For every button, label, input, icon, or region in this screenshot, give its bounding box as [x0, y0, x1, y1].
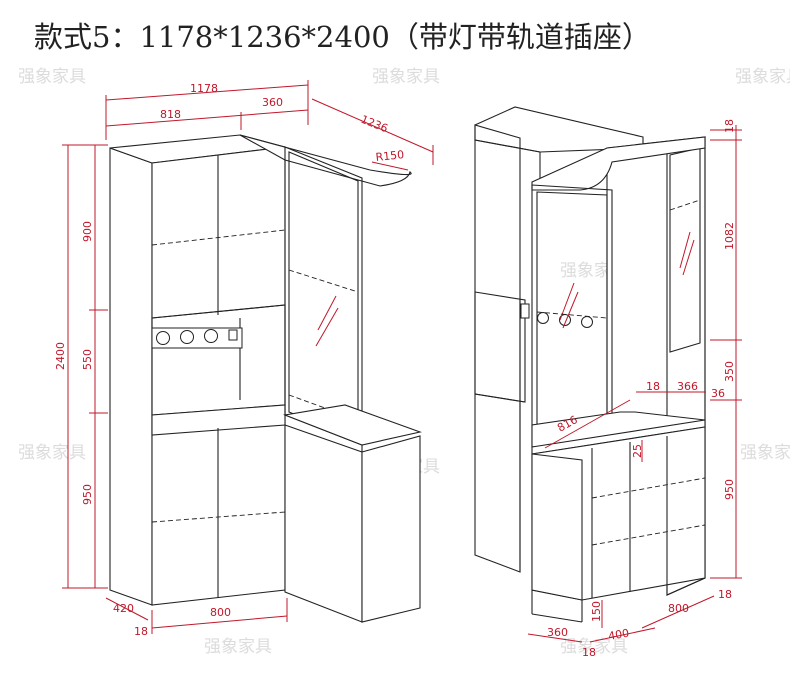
- dim-radius: R150: [375, 148, 405, 164]
- dim-base-left: 360: [547, 626, 568, 639]
- dim-top-thickness: 18: [723, 119, 736, 133]
- watermark: 强象家具: [18, 67, 86, 87]
- dim-bottom-depth: 420: [113, 602, 134, 615]
- dim-shelf-width: 366: [677, 380, 698, 393]
- watermark: 强象家具: [372, 67, 440, 87]
- dim-bottom-width: 800: [210, 606, 231, 619]
- watermark: 强象家具: [18, 443, 86, 463]
- watermark: 强象家具: [740, 443, 790, 463]
- dim-glass-height: 1082: [723, 222, 736, 250]
- dim-bottom-side: 18: [718, 588, 732, 601]
- dim-side-gap: 36: [711, 387, 725, 400]
- page-title: 款式5：1178*1236*2400（带灯带轨道插座）: [34, 20, 651, 54]
- dim-height-middle: 550: [81, 349, 94, 370]
- dim-shelf-offset: 18: [646, 380, 660, 393]
- right-dimensions: 18 1082 350 950 18 366 36 816 25 360 150…: [527, 119, 742, 659]
- dim-base-gap: 18: [582, 646, 596, 659]
- dim-height-bottom: 950: [81, 484, 94, 505]
- dim-bottom-width-right: 800: [668, 602, 689, 615]
- dim-side-depth: 1236: [359, 113, 390, 136]
- dim-bottom-height: 950: [723, 479, 736, 500]
- dim-top-right: 360: [262, 96, 283, 109]
- dim-base-depth: 400: [607, 627, 630, 643]
- dim-counter-thickness: 25: [631, 444, 644, 458]
- right-cabinet: [474, 106, 706, 623]
- watermark: 强象家具: [204, 637, 272, 657]
- dim-bottom-gap: 18: [134, 625, 148, 638]
- watermark: 强象家具: [560, 637, 628, 657]
- left-dimensions: 1178 818 360 1236 R150 2400 900 550 950 …: [54, 80, 434, 638]
- dim-height-total: 2400: [54, 342, 67, 370]
- dim-middle-height: 350: [723, 361, 736, 382]
- dim-top-width: 1178: [190, 82, 218, 95]
- dim-height-top: 900: [81, 221, 94, 242]
- dim-top-left: 818: [160, 108, 181, 121]
- watermark: 强象家具: [735, 67, 790, 87]
- dim-base-height: 150: [590, 601, 603, 622]
- left-cabinet: [109, 134, 422, 623]
